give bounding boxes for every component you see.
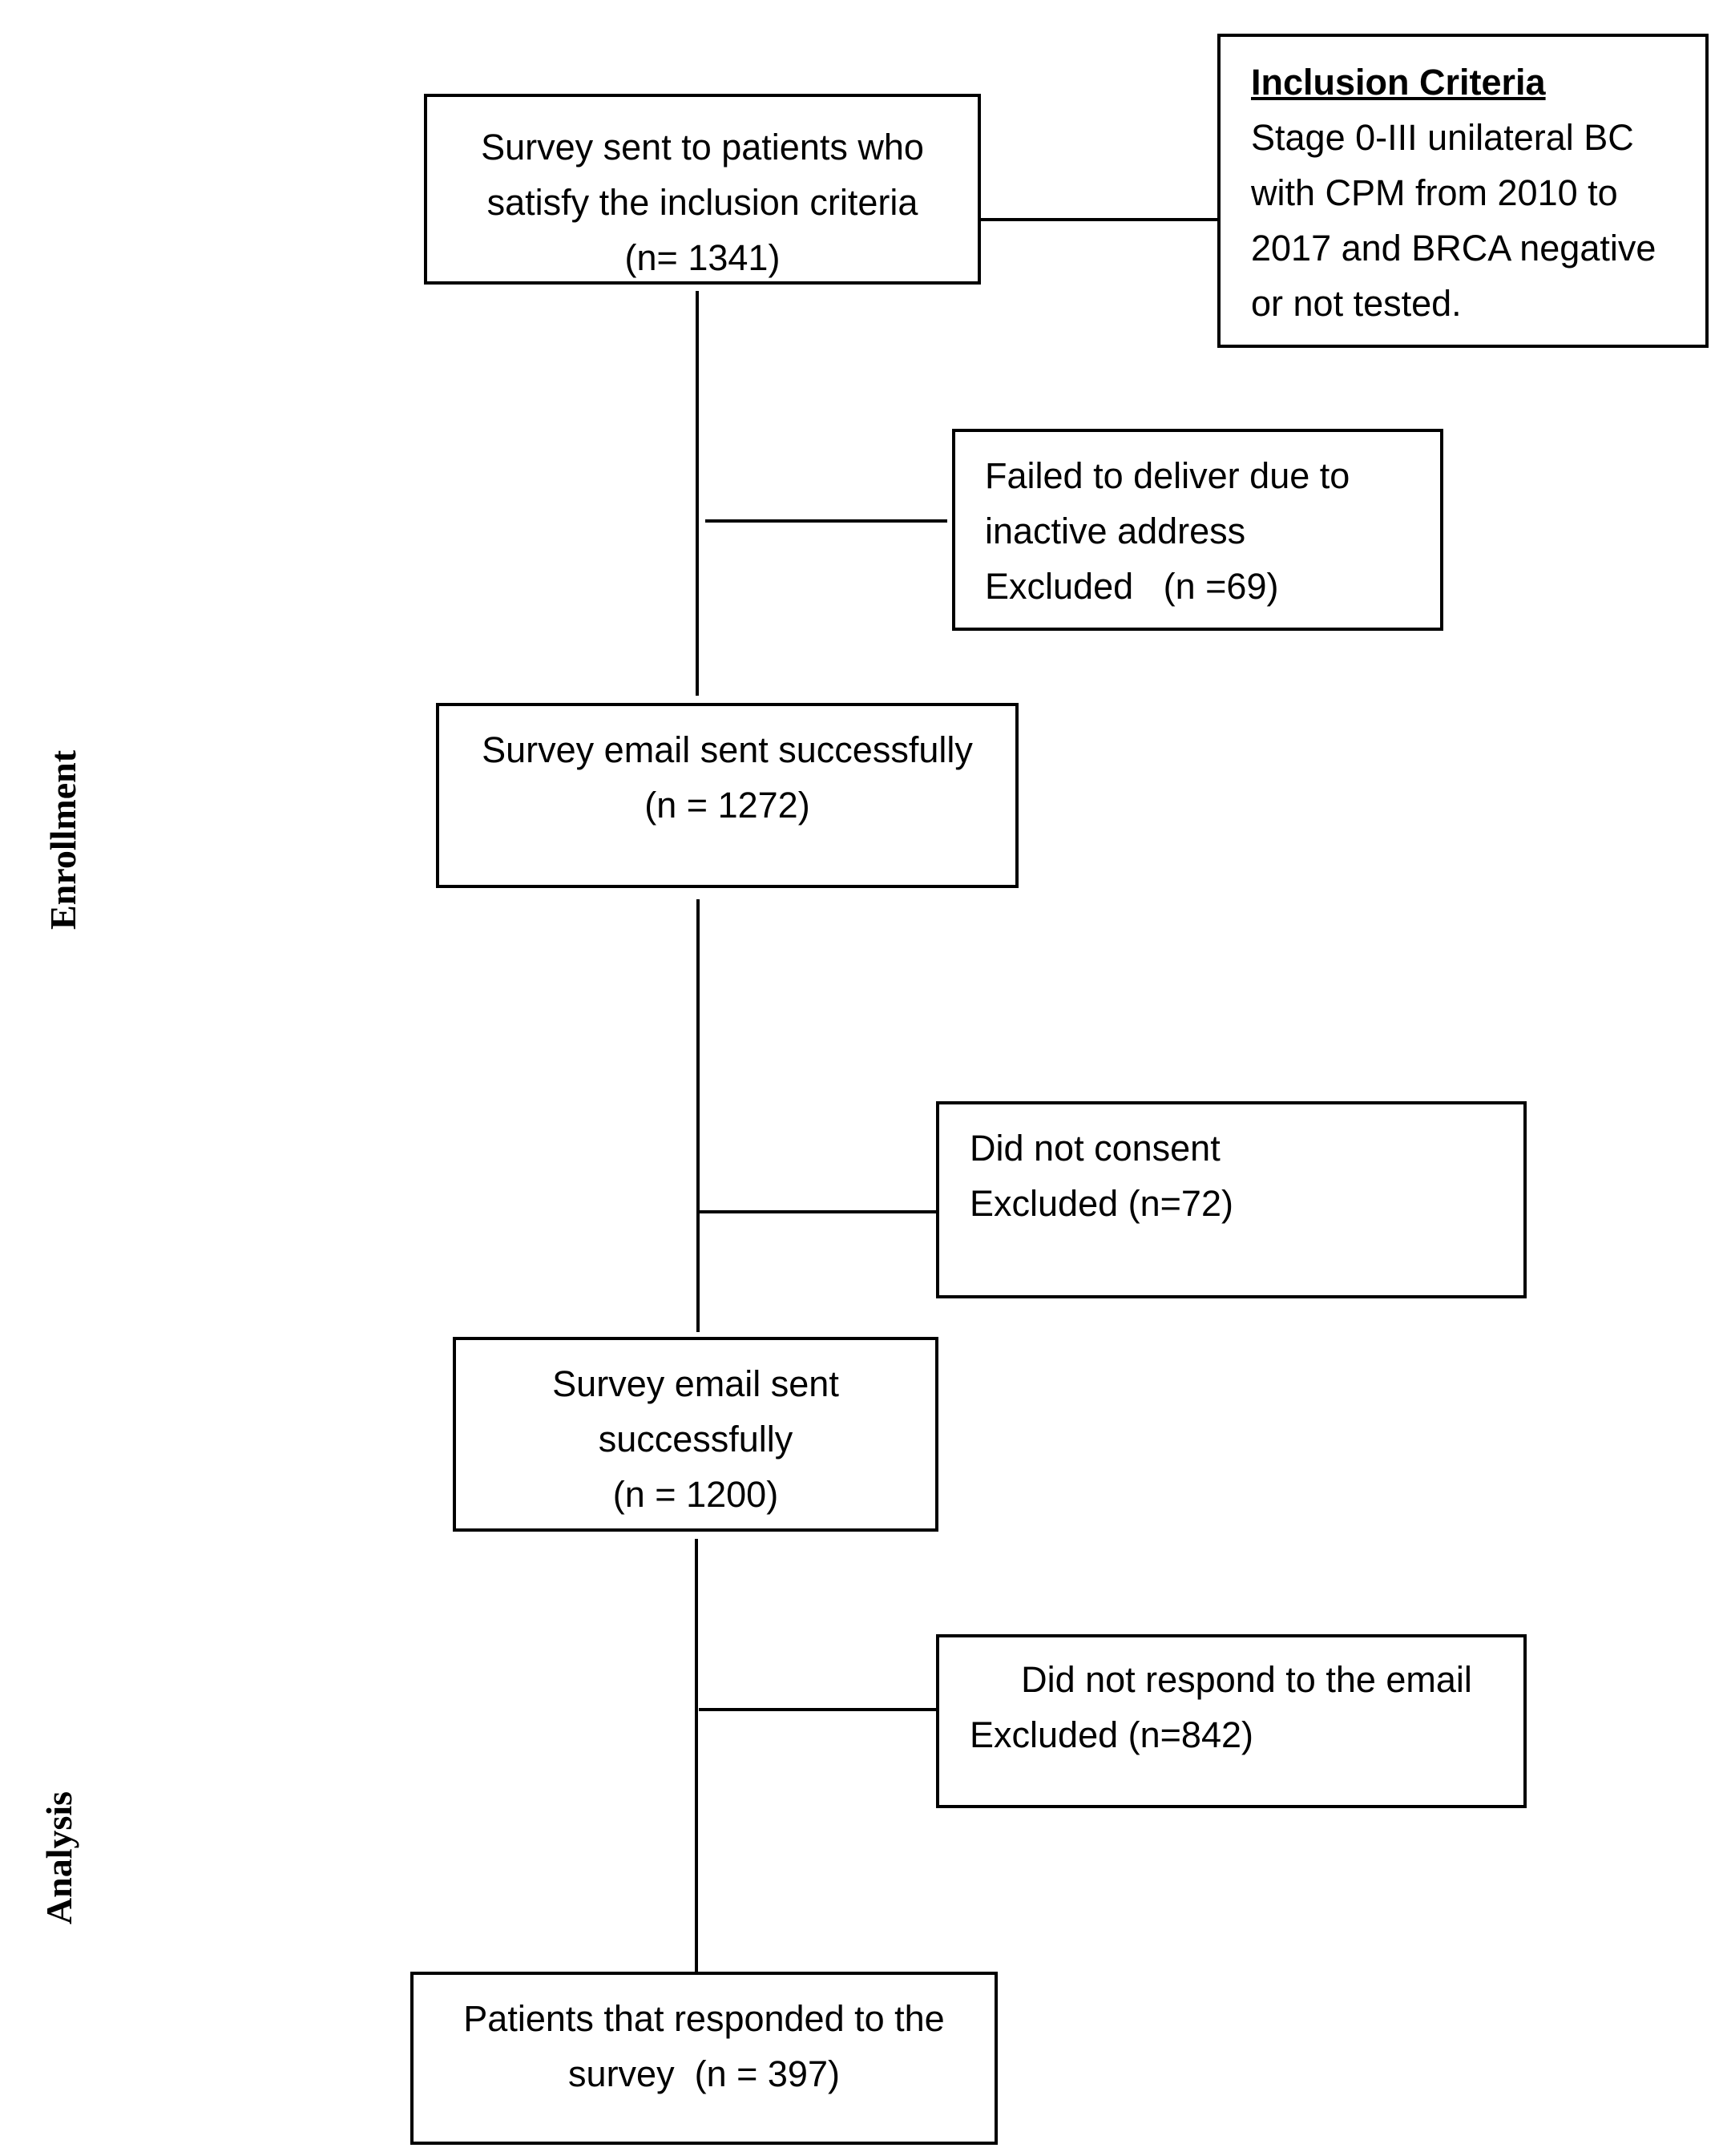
box-line: (n = 1200)	[612, 1474, 779, 1515]
box-line: Did not respond to the email	[1021, 1659, 1472, 1700]
box-line: satisfy the inclusion criteria	[486, 182, 918, 223]
box-line: Excluded (n=842)	[970, 1714, 1253, 1755]
box-line: 2017 and BRCA negative	[1251, 228, 1656, 268]
box-line: successfully	[598, 1419, 793, 1460]
box-line: Excluded (n=72)	[970, 1183, 1233, 1224]
email-sent-1272-box: Survey email sent successfully (n = 1272…	[436, 703, 1019, 888]
box-line: Stage 0-III unilateral BC	[1251, 117, 1634, 158]
box-line: Patients that responded to the	[463, 1998, 945, 2039]
survey-sent-box: Survey sent to patients who satisfy the …	[424, 94, 981, 285]
enrollment-label: Enrollment	[42, 749, 83, 931]
box-line: Survey email sent	[552, 1363, 839, 1404]
no-response-box: Did not respond to the email Excluded (n…	[936, 1634, 1527, 1808]
connector-vertical-3	[695, 1539, 698, 1972]
box-line: or not tested.	[1251, 283, 1462, 324]
email-sent-1200-box: Survey email sent successfully (n = 1200…	[453, 1337, 938, 1532]
box-line: Did not consent	[970, 1128, 1221, 1169]
box-line: Failed to deliver due to	[985, 455, 1350, 496]
box-line: with CPM from 2010 to	[1251, 172, 1618, 213]
box-line: Survey sent to patients who	[481, 127, 924, 168]
connector-no-response	[699, 1708, 938, 1711]
box-line: inactive address	[985, 511, 1246, 551]
box-line: Survey email sent successfully	[482, 729, 973, 770]
connector-failed-delivery	[705, 519, 947, 523]
criteria-title: Inclusion Criteria	[1251, 62, 1546, 103]
box-line: (n= 1341)	[624, 237, 781, 278]
inclusion-criteria-box: Inclusion Criteria Stage 0-III unilatera…	[1217, 34, 1709, 348]
connector-vertical-1	[696, 291, 699, 696]
analysis-label: Analysis	[38, 1791, 79, 1925]
box-line: (n = 1272)	[644, 785, 810, 826]
connector-inclusion	[978, 218, 1221, 221]
failed-delivery-box: Failed to deliver due to inactive addres…	[952, 429, 1443, 631]
box-line: survey (n = 397)	[568, 2053, 840, 2094]
box-line: Excluded (n =69)	[985, 566, 1279, 607]
connector-no-consent	[699, 1210, 938, 1213]
responded-box: Patients that responded to the survey (n…	[410, 1972, 998, 2145]
no-consent-box: Did not consent Excluded (n=72)	[936, 1101, 1527, 1298]
connector-vertical-2	[696, 899, 700, 1332]
